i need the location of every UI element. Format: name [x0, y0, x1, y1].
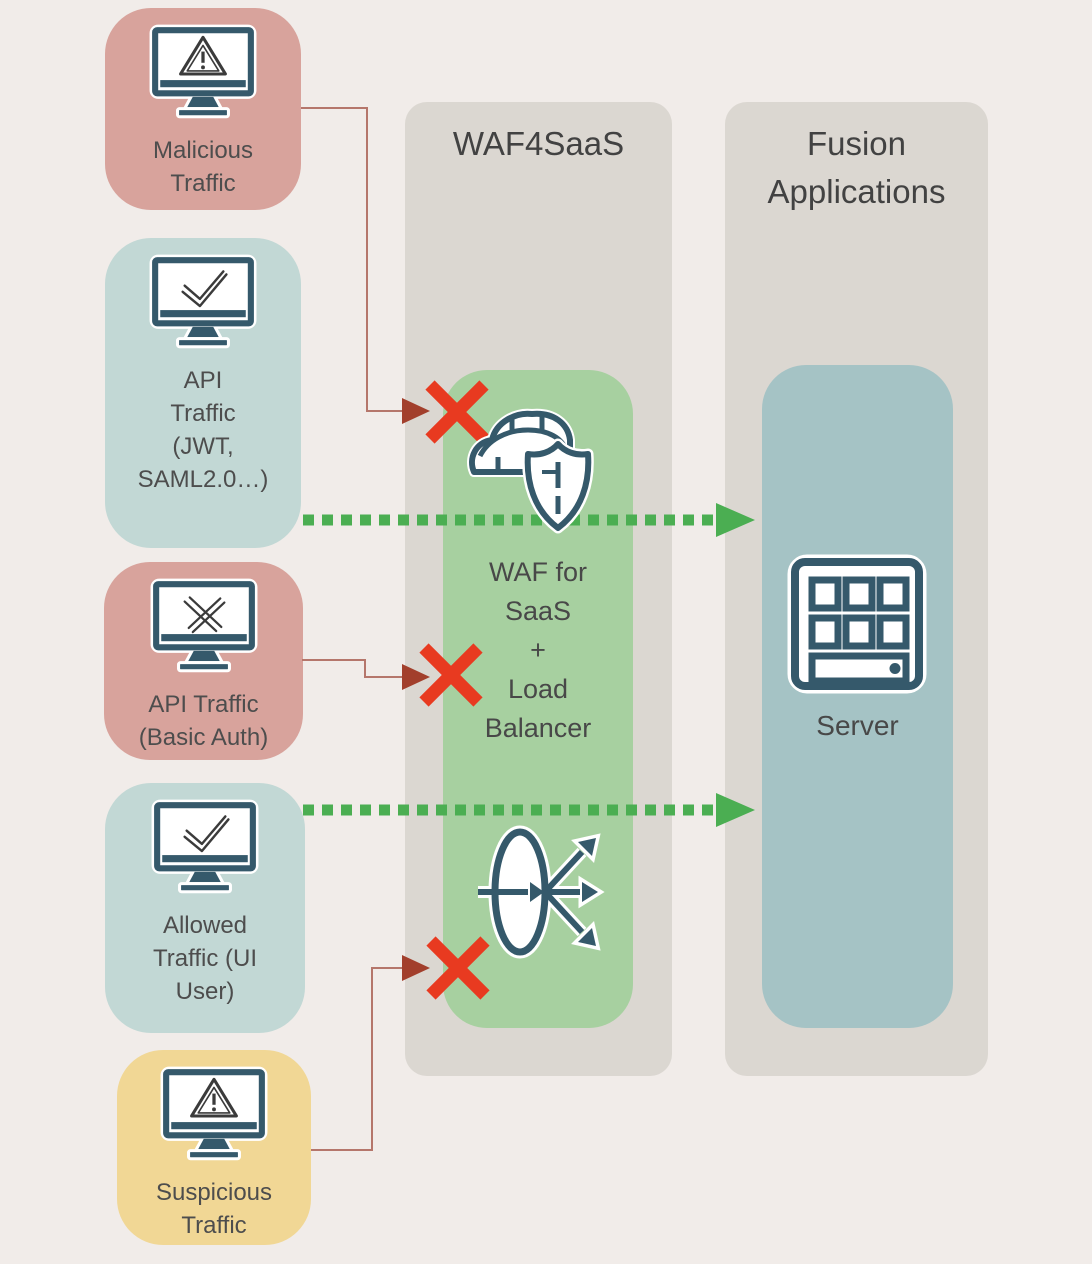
server-box: [762, 365, 953, 1028]
source-label-api-traffic-basic-auth: API Traffic (Basic Auth): [138, 691, 269, 751]
waf4saas-column-title: WAF4SaaS: [452, 125, 625, 162]
firewall-shield-icon: [467, 408, 594, 534]
warning-monitor-icon: [147, 24, 259, 126]
waf-box-label: WAF for SaaS + Load Balancer: [484, 557, 592, 743]
cross-monitor-icon: [148, 578, 260, 680]
check-monitor-icon: [147, 254, 259, 356]
source-label-allowed-traffic: Allowed Traffic (UI User): [152, 912, 257, 1005]
fusion-applications-column-title: Fusion Applications: [767, 125, 946, 210]
source-label-suspicious-traffic: Suspicious Traffic: [155, 1179, 273, 1239]
source-label-malicious-traffic: Malicious Traffic: [152, 137, 254, 197]
source-label-api-traffic-jwt: API Traffic (JWT, SAML2.0…): [137, 367, 269, 493]
source-box-api-traffic-jwt: API Traffic (JWT, SAML2.0…): [105, 238, 301, 548]
source-box-malicious-traffic: Malicious Traffic: [105, 8, 301, 210]
warning-monitor-icon: [158, 1066, 270, 1168]
check-monitor-icon: [149, 799, 261, 901]
server-label: Server: [816, 710, 899, 741]
load-balancer-icon: [478, 825, 605, 959]
source-box-api-traffic-basic-auth: API Traffic (Basic Auth): [104, 562, 303, 760]
source-box-suspicious-traffic: Suspicious Traffic: [117, 1050, 311, 1245]
server-icon: [787, 554, 927, 694]
blocked-line-paths: [301, 107, 402, 1151]
source-box-allowed-traffic: Allowed Traffic (UI User): [105, 783, 305, 1033]
